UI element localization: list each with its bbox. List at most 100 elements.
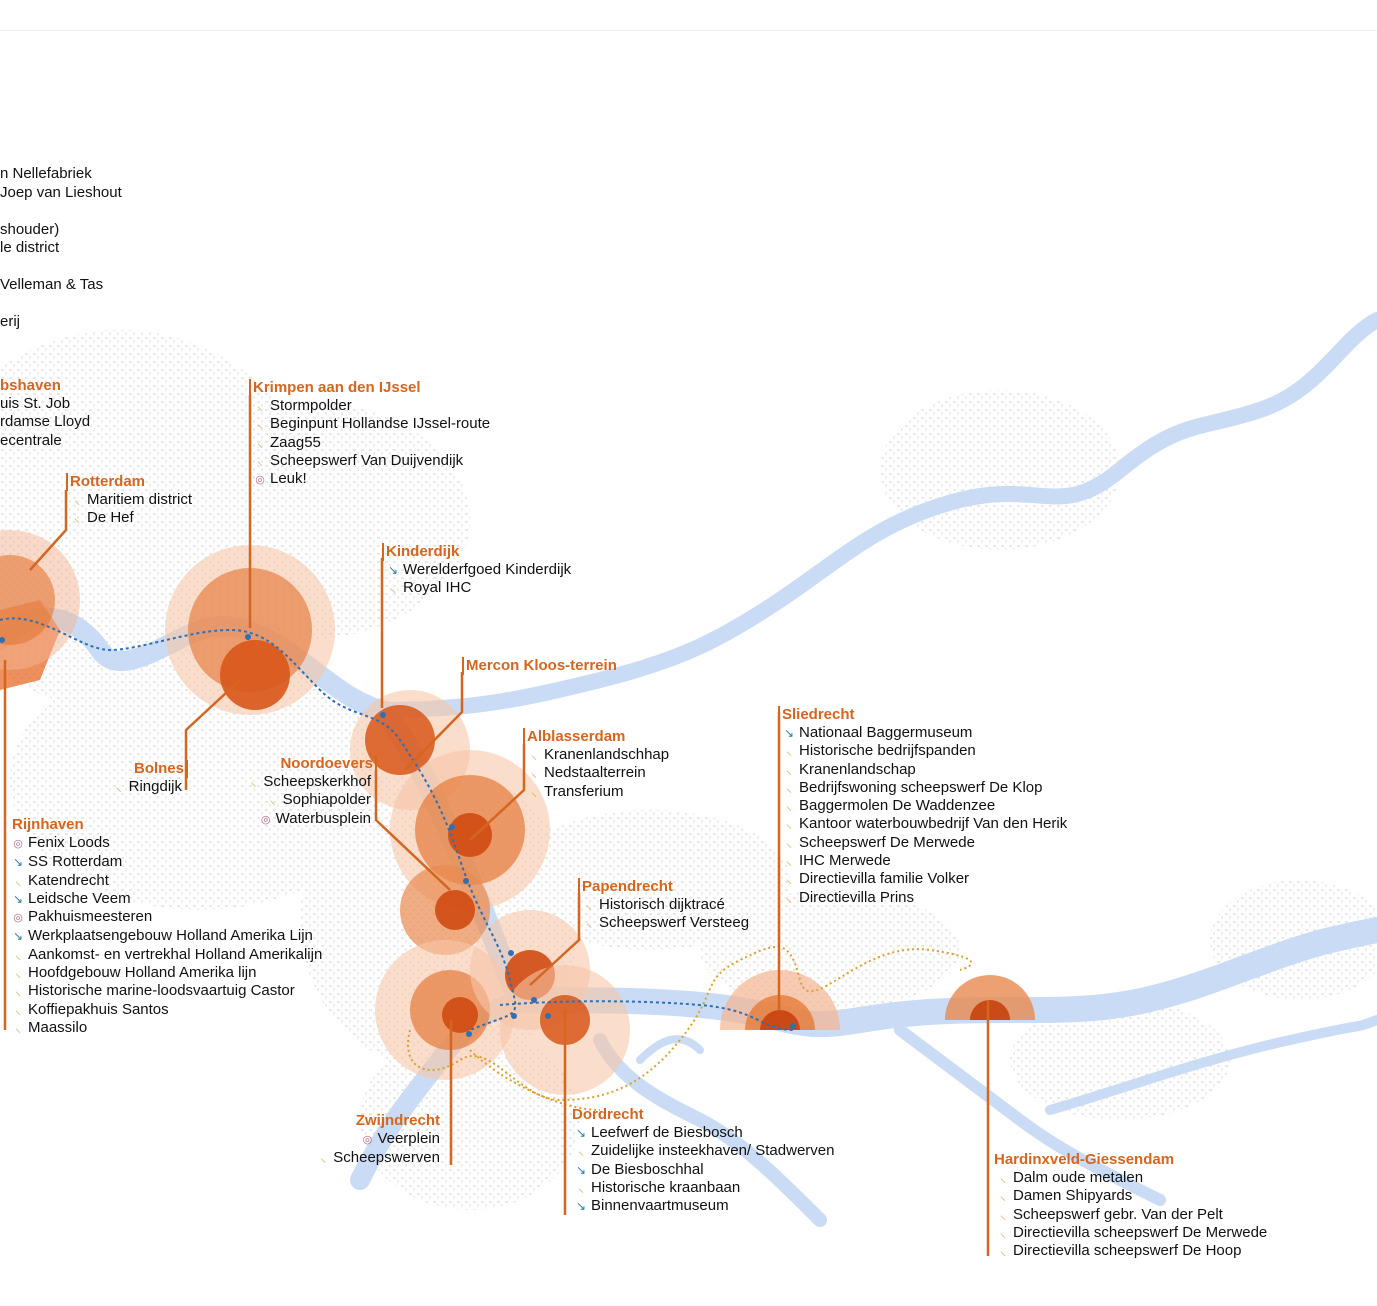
heritage-icon: ⸜ — [320, 1151, 327, 1166]
heritage-icon: ⸜ — [785, 872, 792, 887]
list-item: ⸜Aankomst- en vertrekhal Holland Amerika… — [11, 946, 322, 964]
list-item: ↘Binnenvaartmuseum — [575, 1197, 729, 1215]
list-item: ⸜Transferium — [527, 783, 669, 801]
list-item: ecentrale — [0, 431, 62, 449]
event-icon: ◎ — [255, 474, 265, 487]
place-title: Papendrecht — [578, 878, 749, 896]
place-title: Kinderdijk — [382, 543, 571, 561]
place-bolnes: Bolnes ⸜Ringdijk — [112, 760, 188, 796]
museum-icon: ↘ — [12, 929, 24, 944]
place-zwijndrecht: Zwijndrecht ◎Veerplein ⸜Scheepswerven — [316, 1112, 440, 1168]
place-alblasserdam: Alblasserdam ⸜Kranenlandschhap ⸜Nedstaal… — [523, 728, 669, 801]
heritage-icon: ⸜ — [14, 966, 21, 981]
list-item: ⸜Kranenlandschhap — [527, 746, 669, 764]
heritage-icon: ⸜ — [73, 493, 80, 507]
list-item: ↘Leidsche Veem — [12, 889, 131, 907]
list-item: ⸜Baggermolen De Waddenzee — [782, 797, 1067, 815]
museum-icon: ↘ — [12, 855, 24, 870]
heritage-icon: ⸜ — [250, 775, 257, 789]
museum-icon: ↘ — [12, 891, 24, 906]
heritage-icon: ⸜ — [14, 1020, 21, 1035]
list-item: ⸜Historische kraanbaan — [574, 1179, 834, 1197]
list-item: ⸜Directievilla familie Volker — [782, 870, 1067, 888]
heritage-icon: ⸜ — [256, 453, 263, 468]
heritage-icon: ⸜ — [785, 817, 792, 832]
heritage-icon: ⸜ — [999, 1189, 1006, 1204]
heritage-icon: ⸜ — [785, 799, 792, 814]
heritage-icon: ⸜ — [256, 417, 263, 432]
heritage-icon: ⸜ — [577, 1144, 584, 1159]
heritage-icon: ⸜ — [530, 784, 537, 799]
list-item: ⸜Directievilla scheepswerf De Hoop — [996, 1242, 1267, 1260]
list-item: ⸜Maritiem district — [70, 491, 192, 509]
place-krimpen: Krimpen aan den IJssel ⸜Stormpolder ⸜Beg… — [249, 379, 490, 489]
list-item: ⸜Historisch dijktracé — [582, 896, 749, 914]
cut-text-3: shouder) — [0, 221, 60, 238]
route-stops — [0, 634, 796, 1037]
heritage-icon: ⸜ — [14, 1002, 21, 1017]
cut-text-1: n Nellefabriek — [0, 165, 92, 182]
cut-text-5: Velleman & Tas — [0, 276, 104, 293]
list-item: ⸜Maassilo — [11, 1019, 322, 1037]
heritage-icon: ⸜ — [269, 793, 276, 808]
list-item: ⸜Beginpunt Hollandse IJssel-route — [253, 415, 490, 433]
list-item: ↘De Biesboschhal — [575, 1160, 704, 1178]
list-item: ⸜Scheepswerven — [316, 1149, 440, 1167]
event-icon: ◎ — [362, 1134, 373, 1146]
place-title: Dordrecht — [572, 1106, 644, 1123]
list-item: ⸜Scheepswerf gebr. Van der Pelt — [996, 1206, 1267, 1224]
list-item: ⸜Damen Shipyards — [996, 1187, 1267, 1205]
walking-route — [407, 945, 973, 1111]
heritage-icon: ⸜ — [999, 1225, 1006, 1240]
place-mercon: Mercon Kloos-terrein — [462, 657, 617, 675]
place-rijnhaven: Rijnhaven ◎Fenix Loods ↘SS Rotterdam ⸜Ka… — [5, 816, 322, 1037]
list-item: ⸜IHC Merwede — [782, 852, 1067, 870]
heritage-icon: ⸜ — [115, 780, 122, 794]
heritage-icon: ⸜ — [530, 766, 537, 781]
list-item: ⸜Zuidelijke insteekhaven/ Stadwerven — [574, 1142, 835, 1160]
heritage-icon: ⸜ — [785, 890, 792, 905]
place-title: Rotterdam — [66, 473, 192, 491]
event-icon: ◎ — [260, 813, 271, 826]
place-title: Sliedrecht — [778, 706, 1067, 724]
heritage-icon: ⸜ — [256, 435, 263, 450]
list-item: ⸜Bedrijfswoning scheepswerf De Klop — [782, 779, 1067, 797]
list-item: ⸜Ringdijk — [112, 778, 182, 796]
boat-route — [0, 617, 796, 1031]
top-divider — [0, 30, 1377, 31]
list-item: ◎Leuk! — [253, 470, 490, 489]
museum-icon: ↘ — [575, 1199, 587, 1214]
museum-icon: ↘ — [575, 1126, 587, 1140]
list-item: ↘Leefwerf de Biesbosch — [575, 1124, 743, 1141]
list-item: ⸜Nedstaalterrein — [527, 764, 669, 782]
event-icon: ◎ — [13, 912, 23, 925]
list-item: ↘Nationaal Baggermuseum — [783, 724, 973, 741]
place-title: Noordoevers — [246, 755, 377, 773]
place-title: Alblasserdam — [523, 728, 669, 746]
list-item: uis St. Job — [0, 395, 71, 412]
list-item: ⸜Royal IHC — [386, 579, 571, 597]
heritage-icon: ⸜ — [785, 835, 792, 850]
list-item: ⸜Zaag55 — [253, 434, 490, 452]
list-item: ⸜Scheepswerf De Merwede — [782, 834, 1067, 852]
list-item: ◎Veerplein — [316, 1130, 440, 1149]
list-item: rdamse Lloyd — [0, 413, 91, 431]
place-sliedrecht: Sliedrecht ↘Nationaal Baggermuseum ⸜Hist… — [778, 706, 1067, 907]
list-item: ◎Pakhuismeesteren — [11, 908, 322, 927]
place-title: Zwijndrecht — [355, 1112, 440, 1129]
museum-icon: ↘ — [575, 1162, 587, 1177]
place-title: Rijnhaven — [12, 816, 84, 833]
list-item: ⸜Scheepskerkhof — [246, 773, 371, 791]
cut-text-2: Joep van Lieshout — [0, 184, 122, 201]
list-item: ⸜Dalm oude metalen — [996, 1169, 1267, 1187]
list-item: ⸜Katendrecht — [11, 872, 322, 890]
heritage-icon: ⸜ — [577, 1180, 584, 1195]
list-item: ⸜Sophiapolder — [246, 791, 371, 809]
list-item: ◎Fenix Loods — [11, 834, 322, 853]
list-item: ⸜Directievilla scheepswerf De Merwede — [996, 1224, 1267, 1242]
place-title: Bolnes — [112, 760, 188, 778]
list-item: ⸜Historische marine-loodsvaartuig Castor — [11, 982, 322, 1000]
list-item: ⸜Hoofdgebouw Holland Amerika lijn — [11, 964, 322, 982]
list-item: ⸜Historische bedrijfspanden — [782, 742, 1067, 760]
heritage-icon: ⸜ — [785, 854, 792, 869]
